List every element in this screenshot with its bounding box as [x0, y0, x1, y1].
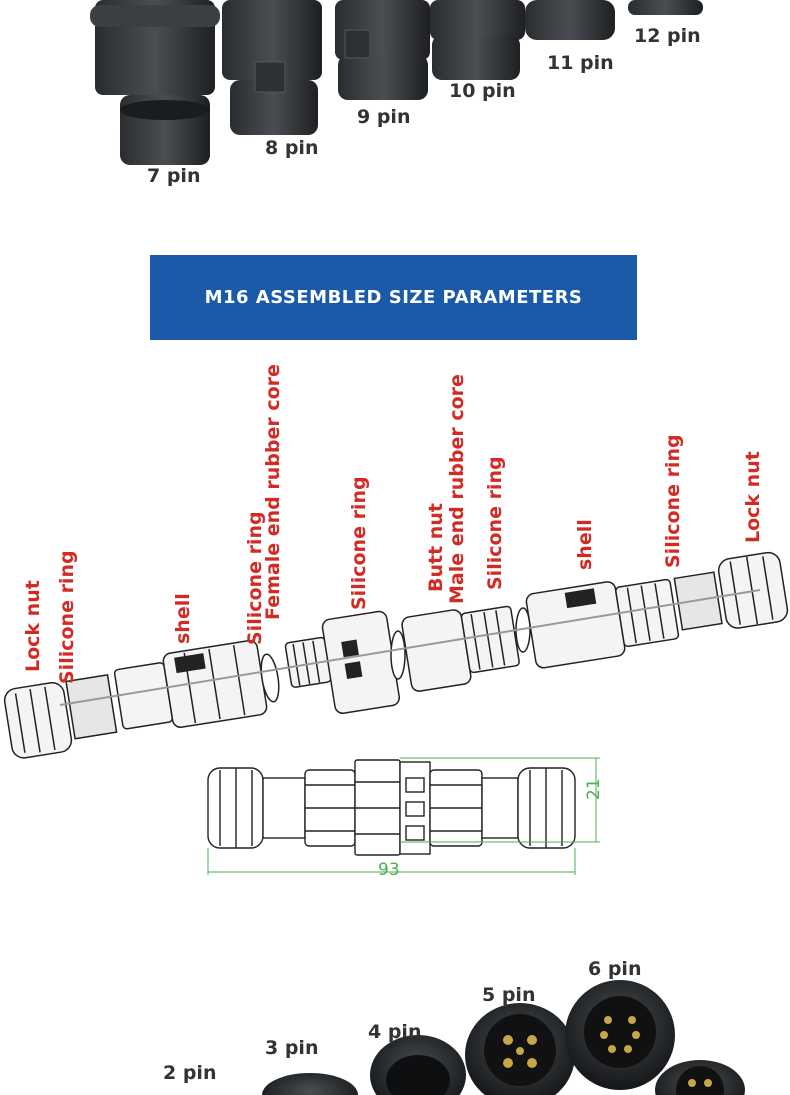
- label-lock-nut-right: Lock nut: [742, 451, 764, 543]
- silicone-ring-3-image: [390, 630, 406, 680]
- connector-3pin-image: [262, 1073, 358, 1095]
- dimension-height: 21: [584, 778, 604, 800]
- label-silicone-ring-3: Silicone ring: [348, 476, 370, 610]
- pin-label-2: 2 pin: [163, 1062, 217, 1084]
- label-silicone-ring-1: Silicone ring: [56, 550, 78, 684]
- pin-label-5: 5 pin: [482, 984, 536, 1006]
- label-lock-nut-left: Lock nut: [22, 580, 44, 672]
- pin-label-6: 6 pin: [588, 958, 642, 980]
- connector-10pin-image: [430, 0, 525, 80]
- assembled-connector-outline: [207, 759, 576, 856]
- connector-11pin-image: [525, 0, 615, 40]
- connector-extra-image: [655, 1060, 745, 1095]
- section-banner: M16 ASSEMBLED SIZE PARAMETERS: [150, 255, 637, 340]
- connector-5pin-image: [465, 1003, 575, 1095]
- shell-left-image: [113, 639, 268, 730]
- silicone-ring-2-image: [260, 653, 280, 703]
- banner-title: M16 ASSEMBLED SIZE PARAMETERS: [204, 287, 583, 308]
- label-silicone-ring-4: Silicone ring: [484, 456, 506, 590]
- connector-9pin-image: [335, 0, 430, 100]
- silicone-ring-left-image: [65, 674, 118, 740]
- label-butt-nut: Butt nut: [425, 503, 447, 592]
- pin-label-3: 3 pin: [265, 1037, 319, 1059]
- pin-label-4: 4 pin: [368, 1021, 422, 1043]
- pin-label-12: 12 pin: [634, 25, 701, 47]
- lock-nut-left-image: [3, 682, 73, 759]
- label-shell-right: shell: [574, 519, 596, 570]
- male-core-image: [401, 605, 520, 692]
- connector-7pin-image: [90, 0, 220, 165]
- pin-label-7: 7 pin: [147, 165, 201, 187]
- pin-label-8: 8 pin: [265, 137, 319, 159]
- shell-right-image: [525, 578, 680, 669]
- pin-label-9: 9 pin: [357, 106, 411, 128]
- label-male-core-top: Male end rubber core: [446, 374, 468, 604]
- dimension-length: 93: [378, 860, 400, 880]
- label-silicone-ring-5: Silicone ring: [662, 434, 684, 568]
- connector-8pin-image: [222, 0, 322, 135]
- label-female-core: Female end rubber core: [262, 364, 284, 620]
- label-shell-left: shell: [172, 593, 194, 644]
- pin-label-10: 10 pin: [449, 80, 516, 102]
- connector-4pin-image: [370, 1035, 466, 1095]
- connector-12pin-image: [628, 0, 703, 15]
- pin-label-11: 11 pin: [547, 52, 614, 74]
- butt-nut-image: [321, 610, 401, 714]
- connector-6pin-image: [565, 980, 675, 1090]
- dimension-lines: [207, 757, 600, 875]
